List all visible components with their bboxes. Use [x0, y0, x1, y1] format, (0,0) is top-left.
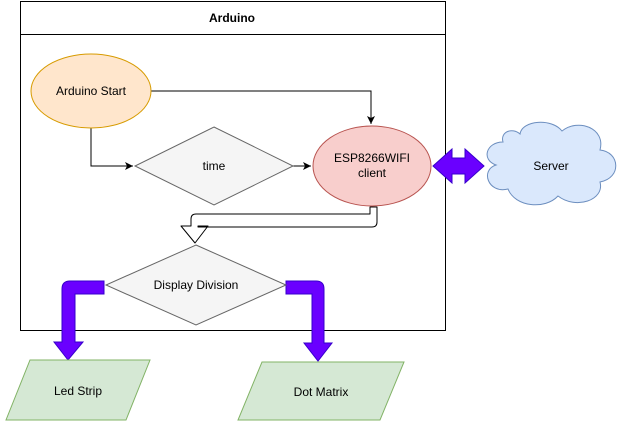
time-shape: [133, 126, 295, 206]
display-division-label: Display Division: [154, 278, 239, 292]
node-esp-client: ESP8266WIFI client: [312, 125, 432, 207]
purple-arrow-to-dot-matrix: [285, 280, 334, 362]
node-time: time: [133, 126, 295, 206]
connector-start-to-time: [90, 127, 133, 170]
purple-arrow-to-led-strip: [52, 280, 105, 361]
time-label: time: [203, 159, 226, 173]
node-dot-matrix: Dot Matrix: [237, 361, 405, 421]
node-display-division: Display Division: [104, 244, 288, 326]
hollow-arrow-esp-to-display: [180, 206, 378, 244]
server-cloud-shape: [486, 121, 617, 206]
node-server: Server: [486, 121, 617, 206]
server-label: Server: [533, 159, 568, 173]
esp-client-label-line2: client: [358, 166, 387, 180]
esp-client-label-line1: ESP8266WIFI: [334, 151, 410, 165]
display-division-shape: [104, 244, 288, 326]
node-arduino-start: Arduino Start: [30, 53, 152, 129]
arduino-start-label: Arduino Start: [56, 84, 127, 98]
dot-matrix-label: Dot Matrix: [294, 385, 349, 399]
led-strip-shape: [5, 359, 151, 421]
bidirectional-arrow-esp-server: [432, 147, 485, 185]
dot-matrix-shape: [237, 361, 405, 421]
arduino-start-shape: [30, 53, 152, 129]
esp-client-shape: [312, 125, 432, 207]
node-led-strip: Led Strip: [5, 359, 151, 421]
led-strip-label: Led Strip: [54, 384, 102, 398]
container-title: Arduino: [209, 11, 255, 25]
connector-start-to-esp: [150, 90, 375, 124]
